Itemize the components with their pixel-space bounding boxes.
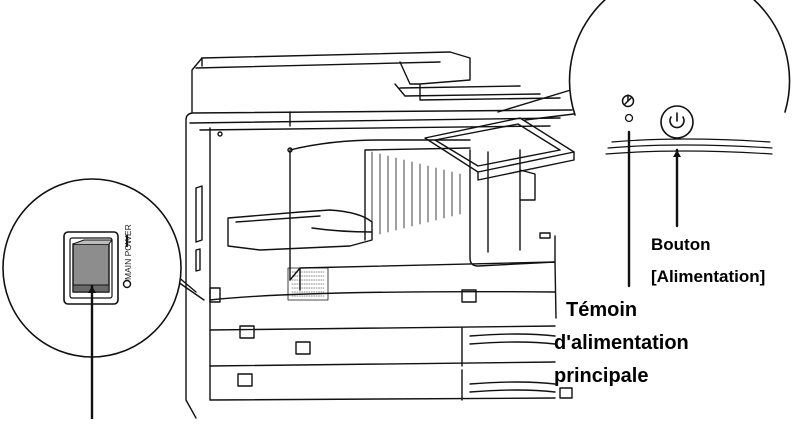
main-power-indicator-label-line1: Témoin — [566, 300, 637, 320]
power-button-label-line2: [Alimentation] — [651, 268, 765, 285]
power-button-graphic — [661, 106, 693, 138]
main-power-switch-callout — [3, 179, 181, 419]
main-power-indicator-label-line3: principale — [554, 366, 648, 386]
power-button-label-line1: Bouton — [651, 236, 710, 253]
main-power-switch-text: MAIN POWER — [123, 224, 133, 280]
main-power-indicator-label-line2: d'alimentation — [554, 333, 689, 353]
